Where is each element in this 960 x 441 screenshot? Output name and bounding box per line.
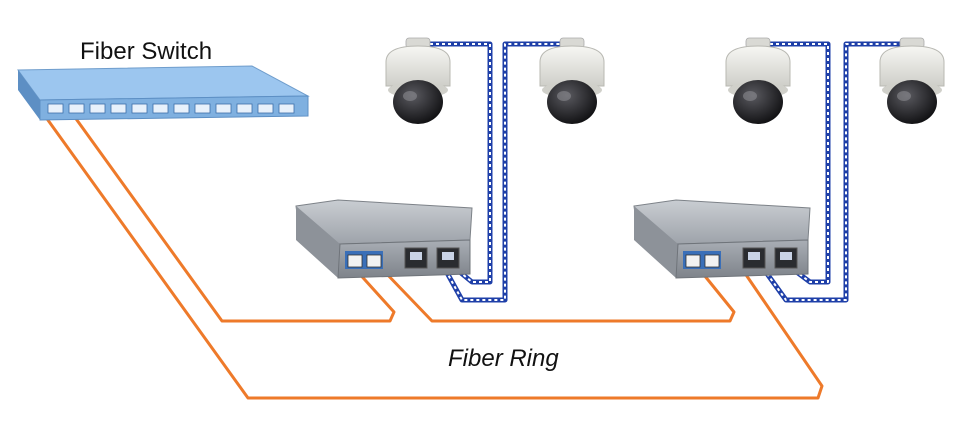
dome-camera-1 xyxy=(385,37,451,124)
switch-port xyxy=(47,103,64,114)
media-converter-1 xyxy=(295,199,473,279)
fiber-switch-label: Fiber Switch xyxy=(80,38,213,65)
switch-port xyxy=(89,103,106,114)
copper-cables xyxy=(418,41,914,303)
dome-camera-4 xyxy=(879,37,945,124)
switch-port xyxy=(194,103,211,114)
switch-port xyxy=(173,103,190,114)
switch-port xyxy=(236,103,253,114)
switch-port xyxy=(131,103,148,114)
switch-port xyxy=(278,103,295,114)
media-converter-2 xyxy=(633,199,811,279)
fiber-switch xyxy=(17,65,310,121)
switch-ports xyxy=(47,103,295,114)
dome-camera-3 xyxy=(725,37,791,124)
fiber-cable-switch-to-converter1 xyxy=(72,114,396,323)
switch-port xyxy=(110,103,127,114)
fiber-cable-converter1-to-converter2 xyxy=(381,268,736,323)
fiber-cables xyxy=(43,114,824,400)
switch-port xyxy=(215,103,232,114)
dome-camera-2 xyxy=(539,37,605,124)
switch-port xyxy=(257,103,274,114)
fiber-cable-outer-ring xyxy=(43,114,824,400)
fiber-ring-label: Fiber Ring xyxy=(448,345,559,372)
switch-port xyxy=(68,103,85,114)
switch-port xyxy=(152,103,169,114)
